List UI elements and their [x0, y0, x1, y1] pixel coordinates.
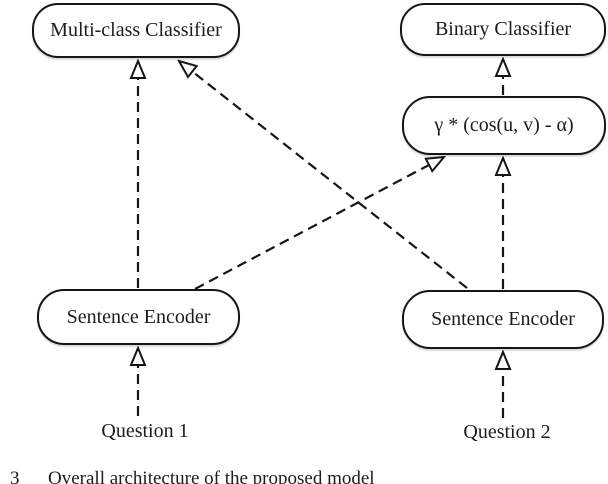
label-question-1: Question 1	[101, 420, 189, 442]
node-sentence-encoder-left: Sentence Encoder	[37, 289, 240, 345]
node-sentence-encoder-right: Sentence Encoder	[402, 290, 604, 349]
edge-sentence-encoder-right-to-multi-class-classifier	[179, 61, 468, 289]
edge-sentence-encoder-left-to-scaled-cosine	[194, 157, 444, 290]
node-label: Binary Classifier	[434, 18, 572, 40]
node-label: Sentence Encoder	[431, 308, 575, 330]
figure-caption: 3 Overall architecture of the proposed mo…	[10, 468, 375, 484]
node-binary-classifier: Binary Classifier	[400, 3, 606, 56]
node-multi-class-classifier: Multi-class Classifier	[32, 3, 240, 58]
label-question-2: Question 2	[463, 421, 551, 443]
figure-caption-number: 3	[10, 468, 20, 484]
node-label: Multi-class Classifier	[50, 19, 222, 41]
node-scaled-cosine-formula: γ * (cos(u, v) - α)	[402, 96, 606, 155]
figure-caption-text: Overall architecture of the proposed mod…	[48, 468, 375, 484]
node-label: γ * (cos(u, v) - α)	[434, 114, 574, 136]
node-label: Sentence Encoder	[66, 305, 211, 328]
